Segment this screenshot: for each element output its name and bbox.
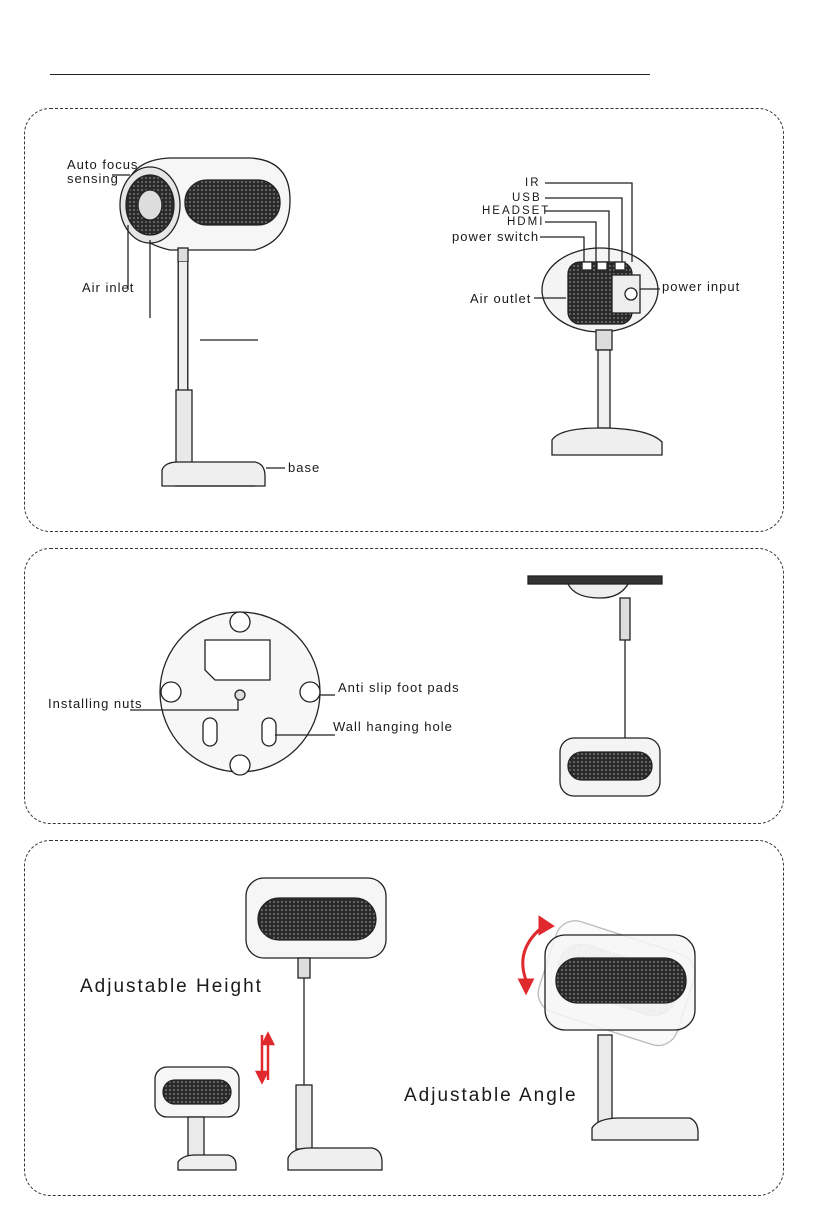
label-installing-nuts: Installing nuts xyxy=(48,697,143,711)
height-arrows xyxy=(257,1034,273,1082)
label-usb-port: USB xyxy=(512,191,542,205)
projector-side-view xyxy=(112,158,290,486)
label-base: base xyxy=(288,461,320,475)
label-power-input: power input xyxy=(662,280,740,294)
label-auto-focus-line1: Auto focus xyxy=(67,158,138,172)
label-ir-port: IR xyxy=(525,176,541,190)
label-hdmi-port: HDMI xyxy=(507,215,544,229)
label-air-inlet: Air inlet xyxy=(82,281,134,295)
ceiling-mount-view xyxy=(528,576,662,796)
label-anti-slip-foot-pads: Anti slip foot pads xyxy=(338,681,460,695)
label-adjustable-angle: Adjustable Angle xyxy=(404,1085,578,1107)
label-power-switch: power switch xyxy=(452,230,539,244)
label-auto-focus-line2: sensing xyxy=(67,172,119,186)
projector-rear-view xyxy=(534,183,662,455)
label-adjustable-height: Adjustable Height xyxy=(80,976,263,998)
base-underside xyxy=(130,612,335,775)
label-air-outlet: Air outlet xyxy=(470,292,531,306)
label-wall-hanging-hole: Wall hanging hole xyxy=(333,720,453,734)
height-adjust-illustration xyxy=(155,878,386,1170)
